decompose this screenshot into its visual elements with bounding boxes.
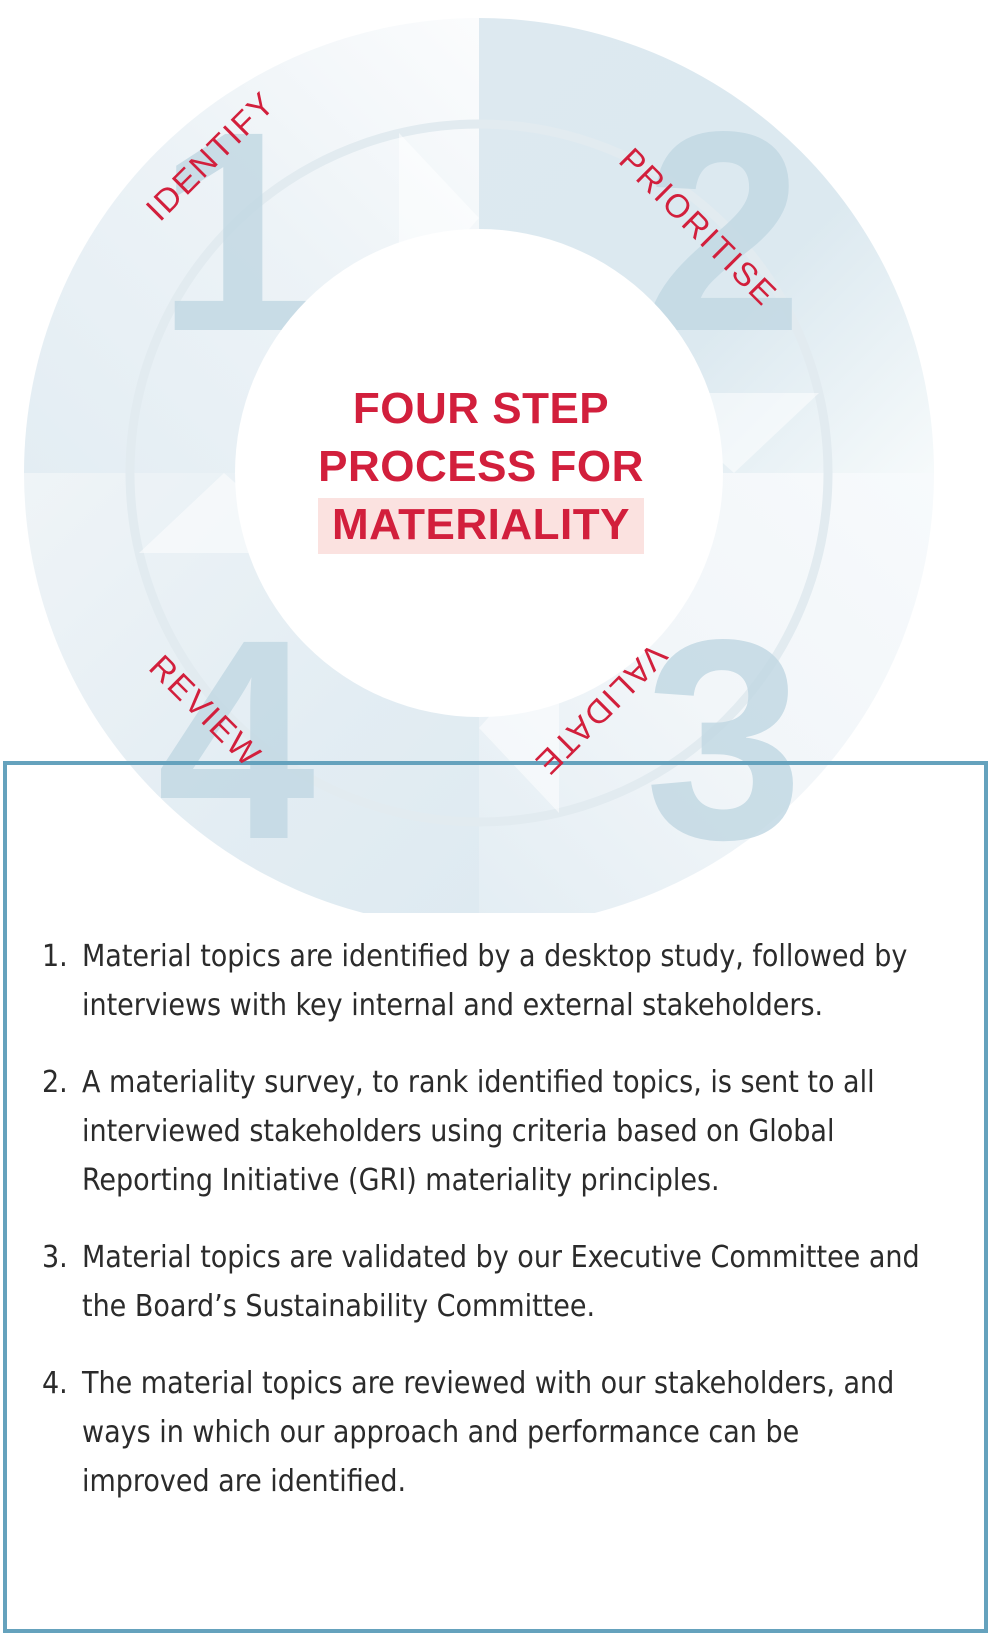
ring-inner-disc xyxy=(235,229,723,717)
list-item: 3. Material topics are validated by our … xyxy=(42,1233,932,1331)
list-item: 4. The material topics are reviewed with… xyxy=(42,1359,932,1506)
list-item: 1. Material topics are identified by a d… xyxy=(42,932,932,1030)
list-item-marker: 4. xyxy=(42,1366,68,1401)
four-step-cycle-diagram: 1 2 3 4 xyxy=(24,18,934,928)
list-item-text: Material topics are validated by our Exe… xyxy=(82,1240,920,1324)
content-panel-frame xyxy=(3,761,988,1633)
list-item-text: The material topics are reviewed with ou… xyxy=(82,1366,895,1499)
list-item-marker: 3. xyxy=(42,1240,68,1275)
process-steps-list: 1. Material topics are identified by a d… xyxy=(42,932,932,1534)
step-number-3: 3 xyxy=(645,581,804,899)
list-item-marker: 2. xyxy=(42,1065,68,1100)
ring-guide-arc xyxy=(125,119,833,827)
list-item-text: Material topics are identified by a desk… xyxy=(82,939,908,1023)
panel-background xyxy=(7,913,984,1629)
list-item-marker: 1. xyxy=(42,939,68,974)
step-number-watermarks: 1 2 3 4 xyxy=(157,73,804,899)
step-number-4: 4 xyxy=(157,581,317,899)
list-item: 2. A materiality survey, to rank identif… xyxy=(42,1058,932,1205)
list-item-text: A materiality survey, to rank identified… xyxy=(82,1065,875,1198)
